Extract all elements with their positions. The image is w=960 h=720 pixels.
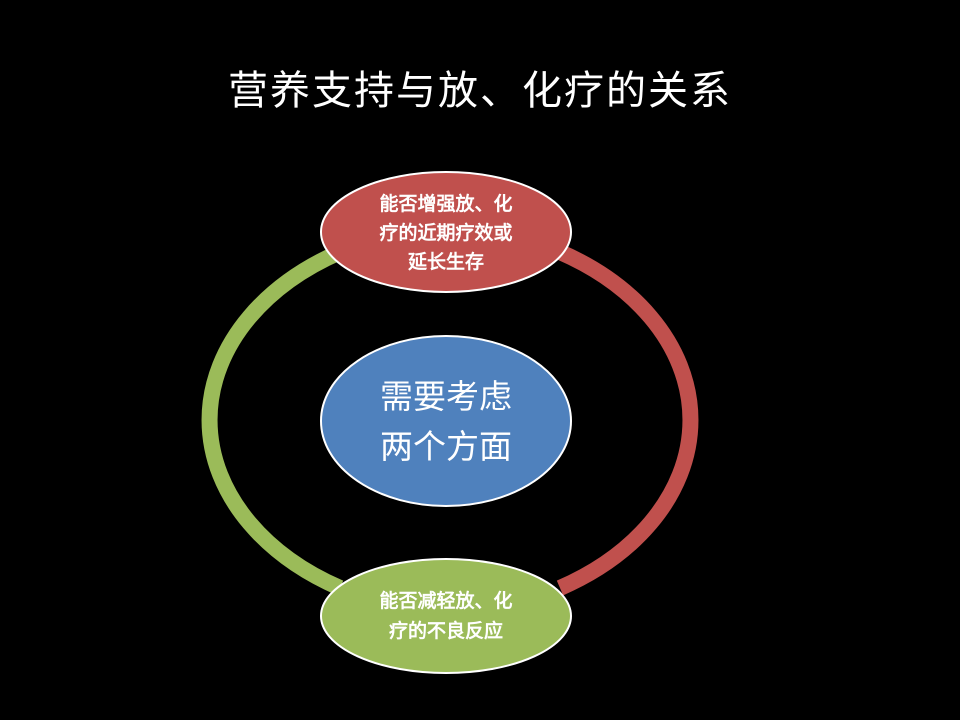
top-node-text: 能否增强放、化 疗的近期疗效或 延长生存 xyxy=(322,178,570,288)
center-node-line-2: 两个方面 xyxy=(380,427,512,466)
top-node-line-2: 疗的近期疗效或 xyxy=(379,221,513,244)
top-node-ellipse xyxy=(320,171,572,293)
bottom-node-line-2: 疗的不良反应 xyxy=(388,620,503,642)
slide-title: 营养支持与放、化疗的关系 xyxy=(228,68,732,114)
bottom-node-text: 能否减轻放、化 疗的不良反应 xyxy=(322,560,570,672)
top-node-line-1: 能否增强放、化 xyxy=(379,192,513,215)
center-node-line-1: 需要考虑 xyxy=(380,377,512,416)
bottom-node-line-1: 能否减轻放、化 xyxy=(379,590,513,612)
center-node-text: 需要考虑 两个方面 xyxy=(322,338,570,506)
bottom-node-ellipse xyxy=(320,558,572,674)
center-node-ellipse xyxy=(320,335,572,507)
green-arc xyxy=(201,244,344,596)
red-arc xyxy=(556,244,699,596)
top-node-line-3: 延长生存 xyxy=(407,250,484,273)
